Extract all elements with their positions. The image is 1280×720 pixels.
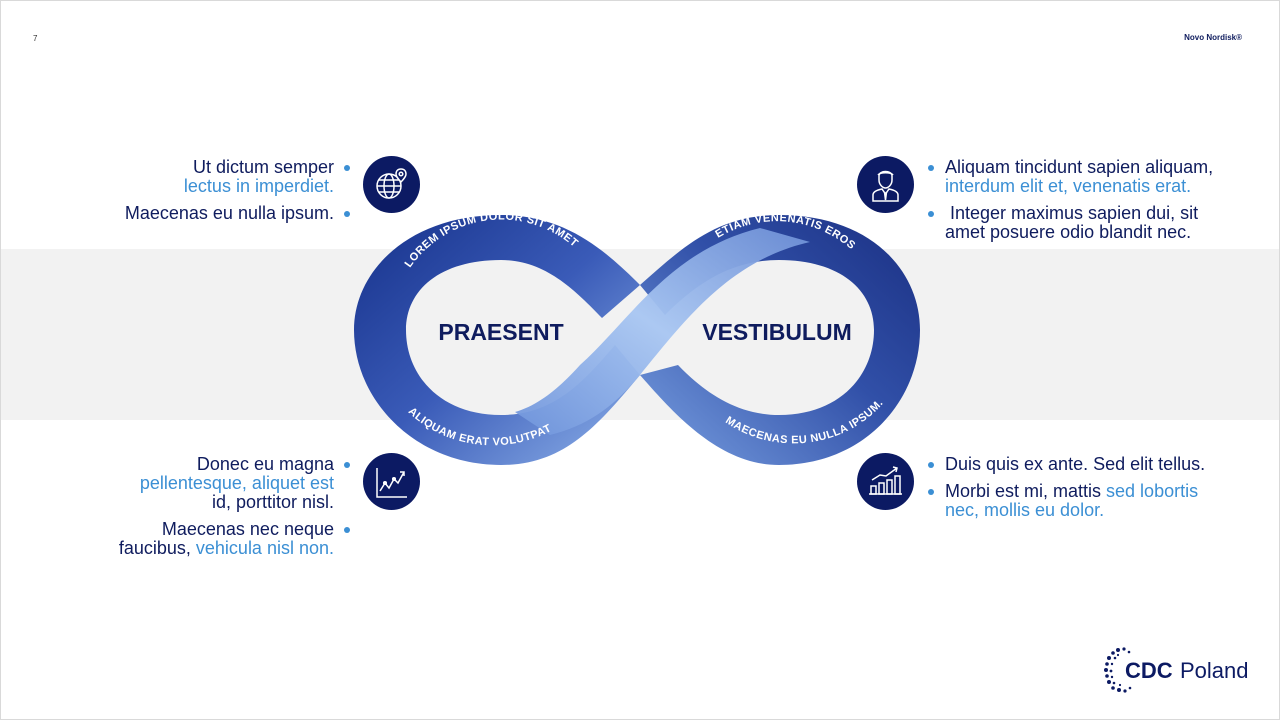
- bar-chart-growth-icon: [857, 453, 914, 510]
- infinity-diagram: LOREM IPSUM DOLOR SIT AMET ETIAM VENENAT…: [354, 211, 920, 465]
- bullet: [928, 211, 934, 217]
- bullet: [928, 462, 934, 468]
- list-item: Morbi est mi, mattis sed lobortis nec, m…: [928, 482, 1205, 520]
- bullet: [344, 527, 350, 533]
- bullet: [344, 211, 350, 217]
- bullet: [928, 489, 934, 495]
- list-item: Maecenas nec neque faucibus, vehicula ni…: [119, 520, 350, 558]
- list-item: Aliquam tincidunt sapien aliquam, interd…: [928, 158, 1213, 196]
- text-block-bottom-left: Donec eu magna pellentesque, aliquet est…: [119, 455, 350, 566]
- list-item: Donec eu magna pellentesque, aliquet est…: [119, 455, 350, 512]
- left-loop-label: PRAESENT: [438, 319, 563, 345]
- bullet: [344, 165, 350, 171]
- businessman-icon: [857, 156, 914, 213]
- dots-mark-icon: [1104, 647, 1132, 693]
- list-item: Maecenas eu nulla ipsum.: [125, 204, 350, 223]
- globe-location-icon: [363, 156, 420, 213]
- cdc-poland-logo: CDC Poland: [1104, 645, 1254, 695]
- bullet: [928, 165, 934, 171]
- list-item: Ut dictum semper lectus in imperdiet.: [125, 158, 350, 196]
- line-chart-icon: [363, 453, 420, 510]
- list-item: Integer maximus sapien dui, sit amet pos…: [928, 204, 1213, 242]
- crossing-ribbon: [515, 228, 810, 435]
- brand-label: Novo Nordisk®: [1184, 33, 1242, 42]
- text-block-top-right: Aliquam tincidunt sapien aliquam, interd…: [928, 158, 1213, 250]
- logo-text-cdc: CDC: [1125, 658, 1173, 683]
- text-block-bottom-right: Duis quis ex ante. Sed elit tellus. Morb…: [928, 455, 1205, 528]
- page-number: 7: [33, 34, 38, 43]
- list-item: Duis quis ex ante. Sed elit tellus.: [928, 455, 1205, 474]
- logo-text-poland: Poland: [1180, 658, 1249, 683]
- right-loop-label: VESTIBULUM: [702, 319, 852, 345]
- text-block-top-left: Ut dictum semper lectus in imperdiet. Ma…: [125, 158, 350, 231]
- bullet: [344, 462, 350, 468]
